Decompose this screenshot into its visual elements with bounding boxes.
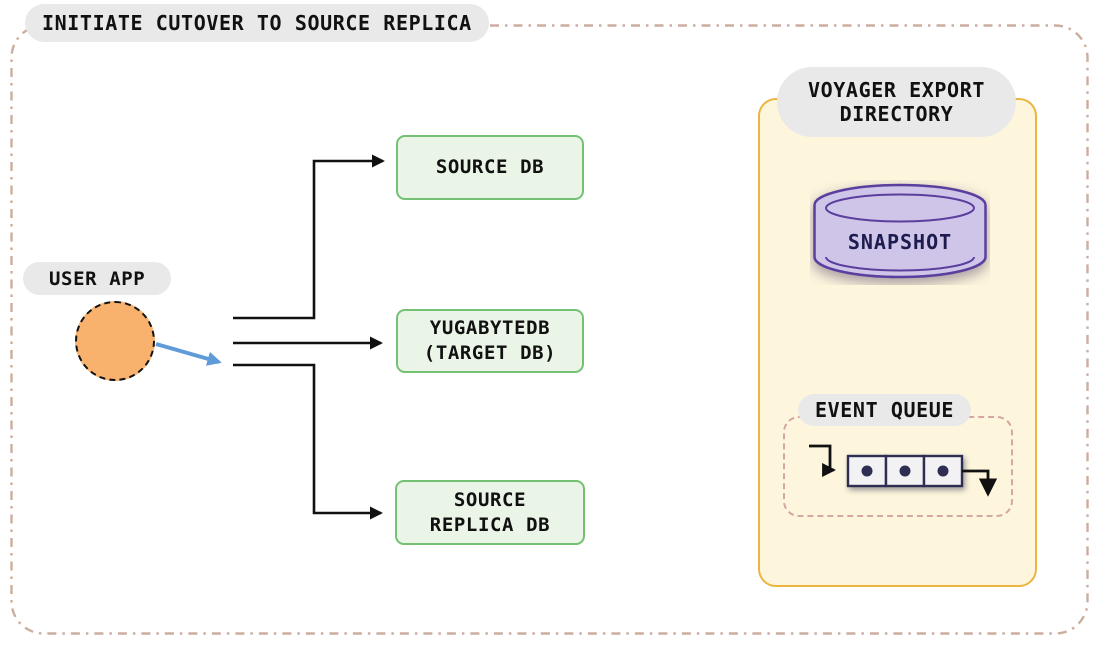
event-queue-label: EVENT QUEUE <box>798 394 972 426</box>
event-queue-icon <box>809 444 998 497</box>
diagram-title: INITIATE CUTOVER TO SOURCE REPLICA <box>25 4 489 42</box>
voyager-export-directory-label: VOYAGER EXPORT DIRECTORY <box>777 67 1016 137</box>
queue-item-dot <box>899 465 911 477</box>
queue-exit-arrow <box>962 469 998 497</box>
user-app-circle <box>75 301 155 381</box>
diagram-dashed-border <box>10 24 1089 635</box>
source-replica-db-box: SOURCE REPLICA DB <box>395 480 585 545</box>
queue-item-dot <box>861 465 873 477</box>
queue-entry-arrow <box>809 444 837 477</box>
event-queue-container <box>783 416 1013 517</box>
queue-cell <box>846 454 888 488</box>
snapshot-cylinder-icon: SNAPSHOT <box>813 183 987 279</box>
arrow-to-source-replica-db <box>233 363 383 520</box>
target-db-box: YUGABYTEDB (TARGET DB) <box>396 309 584 373</box>
snapshot-label: SNAPSHOT <box>848 230 952 254</box>
voyager-export-panel: SNAPSHOT <box>758 98 1037 587</box>
cutover-arrow <box>155 342 222 366</box>
user-app-label: USER APP <box>23 262 172 295</box>
queue-item-dot <box>937 465 949 477</box>
arrow-to-source-db <box>233 154 385 320</box>
source-db-box: SOURCE DB <box>396 135 584 200</box>
